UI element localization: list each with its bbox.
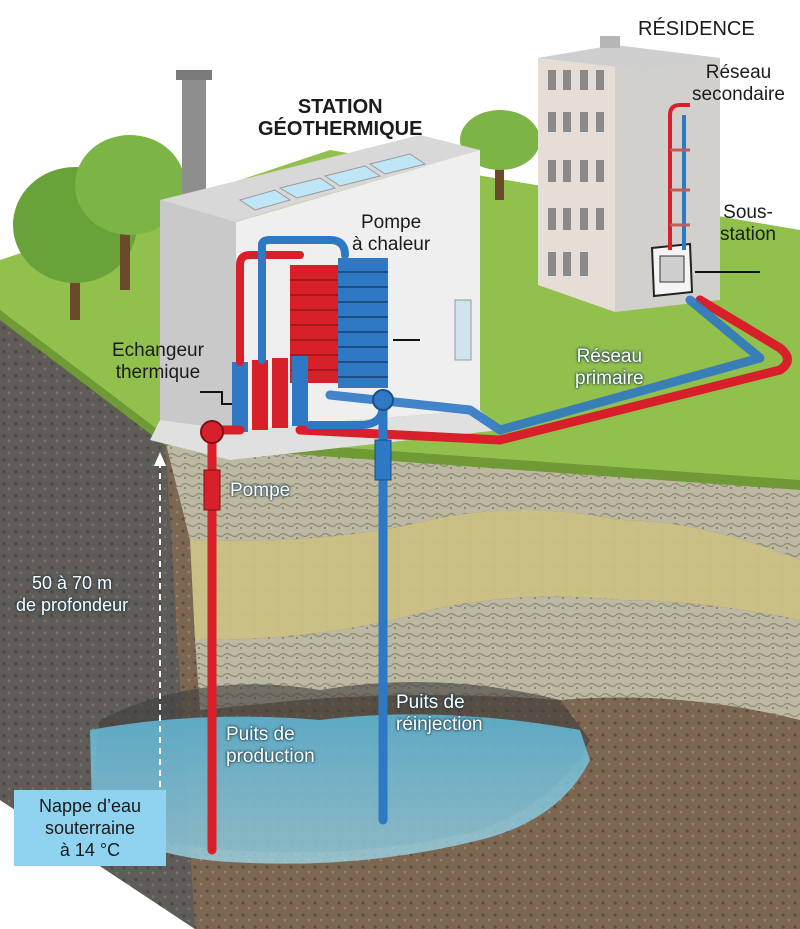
residence-building xyxy=(538,36,720,312)
reinjection-pump xyxy=(372,389,394,411)
label-pump: Pompe xyxy=(230,480,291,501)
label-primary-network: Réseau primaire xyxy=(575,346,644,389)
primary-network-hot xyxy=(295,295,792,445)
label-reinjection-well: Puits de réinjection xyxy=(396,692,483,735)
production-pump xyxy=(200,420,224,444)
label-secondary-network: Réseau secondaire xyxy=(692,62,785,105)
label-heat-pump: Pompe à chaleur xyxy=(352,212,431,255)
sand-layer xyxy=(190,510,800,640)
trees xyxy=(13,110,540,320)
primary-network-cold xyxy=(325,295,765,435)
label-sub-station: Sous- station xyxy=(720,202,776,245)
label-production-well: Puits de production xyxy=(226,724,315,767)
label-groundwater: Nappe d’eau souterraine à 14 °C xyxy=(38,796,142,860)
label-heat-exchanger: Echangeur thermique xyxy=(112,340,204,383)
label-residence: RÉSIDENCE xyxy=(638,18,755,40)
heat-exchanger xyxy=(232,356,308,432)
leader-lines xyxy=(200,271,760,405)
label-depth: 50 à 70 m de profondeur xyxy=(16,573,129,615)
label-geothermal-station: STATION GÉOTHERMIQUE xyxy=(258,96,423,140)
groundwater-label-box xyxy=(14,790,166,866)
